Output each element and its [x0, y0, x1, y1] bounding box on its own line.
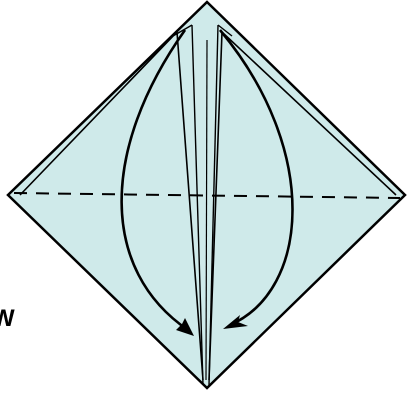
corner-text: W	[0, 306, 26, 332]
